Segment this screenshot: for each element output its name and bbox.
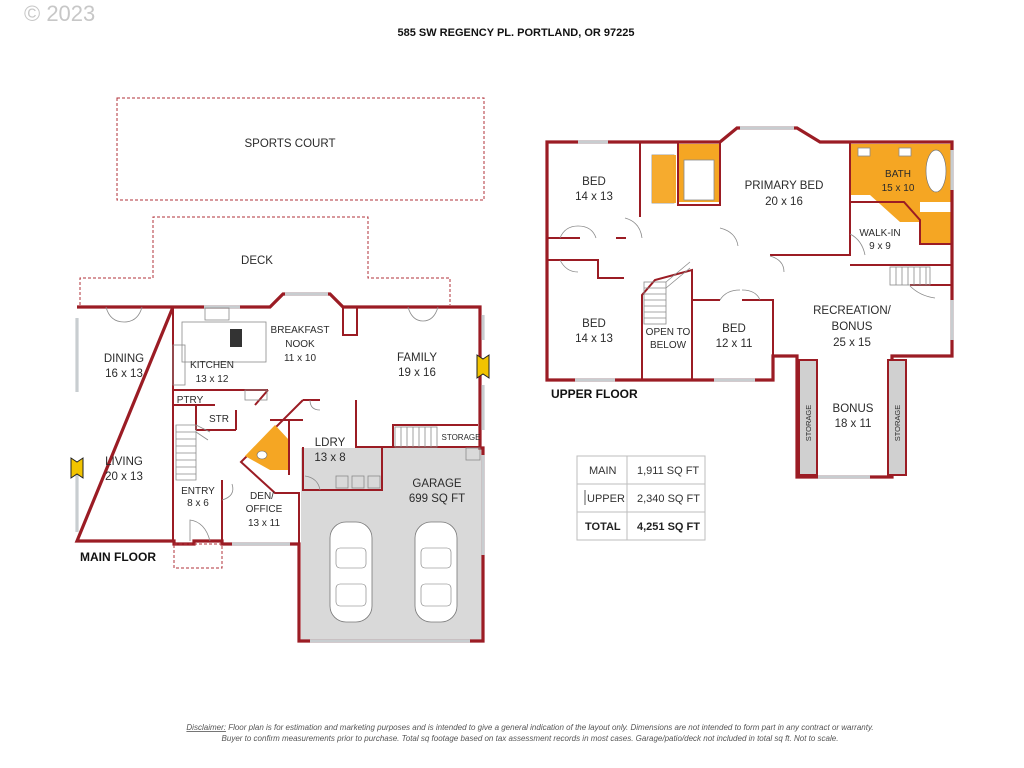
deck-outline xyxy=(79,216,451,305)
primary-bed-dim: 20 x 16 xyxy=(765,196,803,208)
entry-label: ENTRY xyxy=(181,486,215,497)
main-windows xyxy=(75,292,485,643)
entry-porch-outline xyxy=(173,543,223,569)
car-icon xyxy=(329,521,373,623)
kitchen-fixtures xyxy=(172,307,268,401)
breakfast-label: BREAKFAST xyxy=(271,325,330,336)
storage-left-label: STORAGE xyxy=(804,405,813,442)
walkin-dim: 9 x 9 xyxy=(869,241,891,252)
storage-left-closet xyxy=(798,359,818,476)
table-row-main-value: 1,911 SQ FT xyxy=(637,465,699,477)
storage-right-closet xyxy=(887,359,907,476)
primary-bed-label: PRIMARY BED xyxy=(745,180,824,192)
bath-dim: 15 x 10 xyxy=(882,183,915,194)
upper-door-swings xyxy=(559,217,936,301)
family-dim: 19 x 16 xyxy=(398,367,436,379)
powder-room-wall xyxy=(275,419,290,475)
bonus-label-2: BONUS xyxy=(833,403,874,415)
bed2-dim: 14 x 13 xyxy=(575,333,613,345)
powder-room xyxy=(245,425,289,470)
table-row-upper-label: UPPER xyxy=(587,493,625,505)
primary-wc xyxy=(920,212,952,244)
kitchen-label: KITCHEN xyxy=(190,360,234,371)
car-icon-2 xyxy=(414,521,458,623)
bonus-label-1: BONUS xyxy=(832,321,873,333)
garage-dim: 699 SQ FT xyxy=(409,493,465,505)
upper-stairs-icon xyxy=(643,261,931,325)
kitchen-dim: 13 x 12 xyxy=(196,374,229,385)
main-floor-plan: SPORTS COURT DECK DINING 16 x 13 KITCHEN… xyxy=(70,97,490,643)
disclaimer-heading: Disclaimer: xyxy=(186,723,226,732)
copyright-mark: © 2023 xyxy=(24,1,95,26)
office-label: OFFICE xyxy=(246,504,283,515)
table-row-total-label: TOTAL xyxy=(585,521,621,533)
entry-dim: 8 x 6 xyxy=(187,498,209,509)
disclaimer-line-1: Disclaimer: Floor plan is for estimation… xyxy=(186,723,873,732)
garage-label: GARAGE xyxy=(412,478,462,490)
bed1-label: BED xyxy=(582,176,606,188)
storage-closet-label: STR xyxy=(209,414,229,425)
bonus-dim: 18 x 11 xyxy=(835,418,872,430)
table-row-upper-value: 2,340 SQ FT xyxy=(637,493,700,505)
recreation-dim: 25 x 15 xyxy=(833,337,871,349)
family-label: FAMILY xyxy=(397,352,437,364)
range-icon xyxy=(230,329,242,347)
toilet-icon xyxy=(256,450,268,460)
table-row-main-label: MAIN xyxy=(589,465,617,477)
bed3-label: BED xyxy=(722,323,746,335)
laundry-dim: 13 x 8 xyxy=(314,452,345,464)
disclaimer-text-1: Floor plan is for estimation and marketi… xyxy=(226,723,874,732)
garage-stairs-icon xyxy=(394,426,438,448)
bed3-dim: 12 x 11 xyxy=(716,338,753,350)
main-door-swings xyxy=(105,306,439,542)
recreation-label: RECREATION/ xyxy=(813,305,892,317)
address-title: 585 SW REGENCY PL. PORTLAND, OR 97225 xyxy=(398,27,635,39)
nook-dim: 11 x 10 xyxy=(284,353,316,364)
table-row-total-value: 4,251 SQ FT xyxy=(637,521,700,533)
upper-floor-label: UPPER FLOOR xyxy=(551,387,638,401)
below-label: BELOW xyxy=(650,340,687,351)
dining-dim: 16 x 13 xyxy=(105,368,143,380)
bed1-dim: 14 x 13 xyxy=(575,191,613,203)
hall-bath-vanity xyxy=(652,155,676,203)
area-summary-table: MAIN 1,911 SQ FT UPPER 2,340 SQ FT TOTAL… xyxy=(576,455,706,541)
living-dim: 20 x 13 xyxy=(105,471,143,483)
walkin-label: WALK-IN xyxy=(859,228,900,239)
bathtub-icon xyxy=(925,149,947,193)
bed2-label: BED xyxy=(582,318,606,330)
storage-right-label: STORAGE xyxy=(893,405,902,442)
deck-label: DECK xyxy=(241,255,273,267)
family-door-marker xyxy=(476,354,490,379)
upper-floor-plan: BED 14 x 13 PRIMARY BED 20 x 16 BATH 15 … xyxy=(545,126,954,479)
den-label: DEN/ xyxy=(250,491,274,502)
disclaimer-line-2: Buyer to confirm measurements prior to p… xyxy=(222,734,839,743)
front-door-marker xyxy=(70,457,84,479)
pantry-label: PTRY xyxy=(177,395,204,406)
living-label: LIVING xyxy=(105,456,143,468)
dining-label: DINING xyxy=(104,353,144,365)
nook-label: NOOK xyxy=(285,339,315,350)
bath-label: BATH xyxy=(885,169,911,180)
sports-court-outline xyxy=(116,97,485,201)
upper-interior-walls xyxy=(547,142,953,380)
den-dim: 13 x 11 xyxy=(248,518,280,529)
upper-windows xyxy=(575,126,954,479)
sports-court-label: SPORTS COURT xyxy=(245,138,336,150)
open-to-label: OPEN TO xyxy=(646,327,691,338)
main-floor-label: MAIN FLOOR xyxy=(80,550,156,564)
main-storage-label: STORAGE xyxy=(442,433,481,442)
laundry-label: LDRY xyxy=(315,437,346,449)
main-stairs-icon xyxy=(175,424,211,481)
